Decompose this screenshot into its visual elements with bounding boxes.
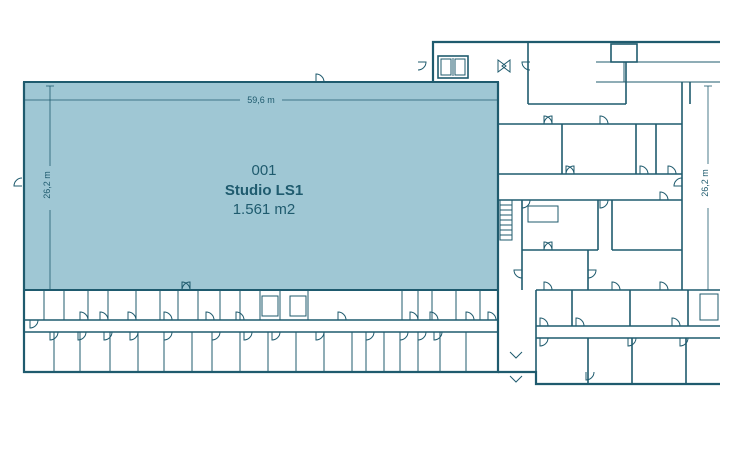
dimension-right-height: 26,2 m: [700, 85, 712, 291]
dimension-width: 59,6 m: [23, 95, 499, 105]
dimension-right-height-label: 26,2 m: [700, 169, 710, 197]
door-swings: [13, 59, 689, 383]
dimension-width-label: 59,6 m: [247, 95, 275, 105]
room-number: 001: [251, 162, 276, 179]
lower-right-rooms: [536, 290, 720, 384]
lower-left-rooms: [43, 290, 481, 372]
dimension-height: 26,2 m: [42, 85, 54, 291]
studio-room[interactable]: [23, 81, 499, 291]
stairs: [499, 199, 513, 241]
room-name: Studio LS1: [225, 182, 303, 199]
room-area: 1.561 m2: [233, 201, 296, 218]
outer-walls: [22, 40, 720, 386]
middle-right-rooms: [498, 123, 682, 290]
dimension-height-label: 26,2 m: [42, 171, 52, 199]
